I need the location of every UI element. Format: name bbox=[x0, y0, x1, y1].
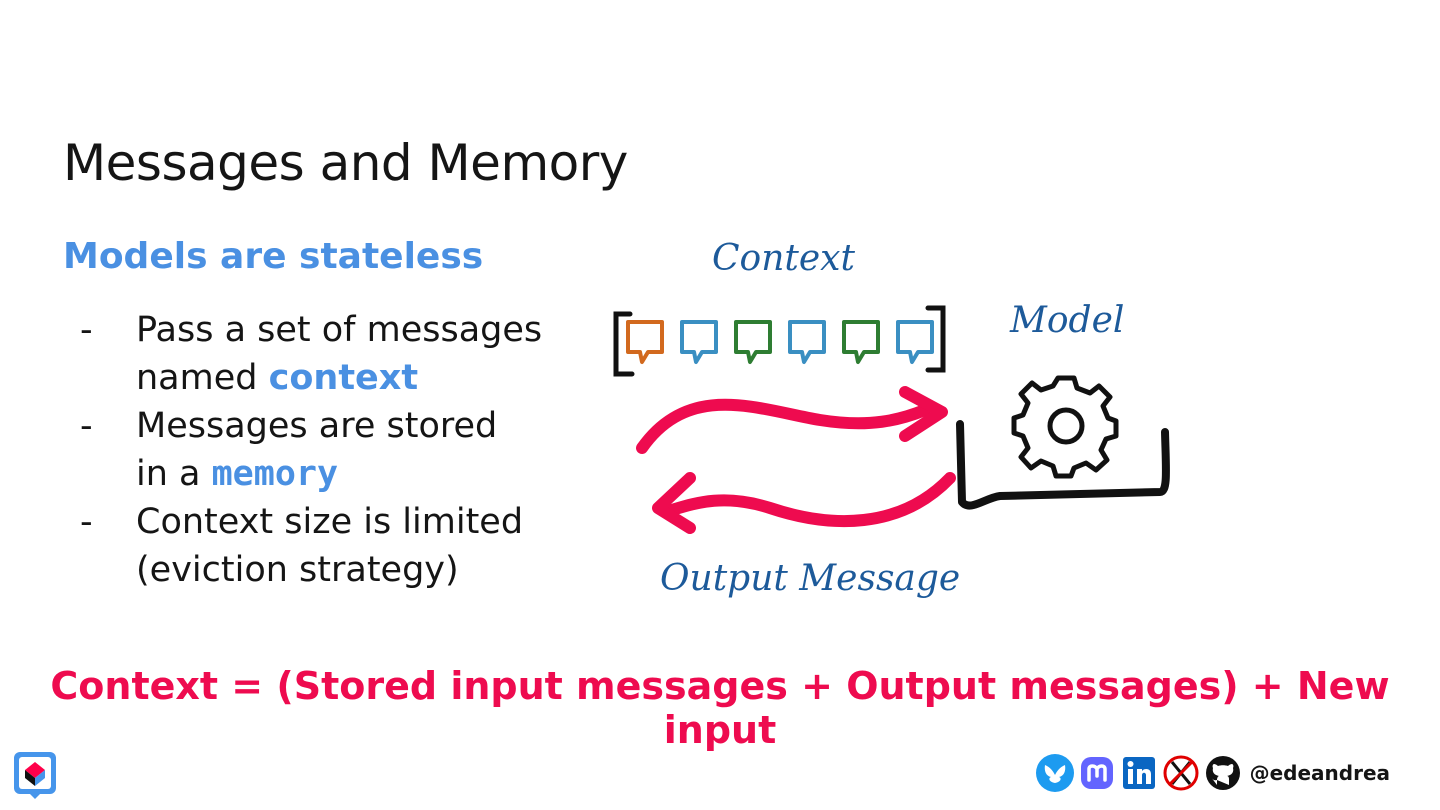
bullet-item: - Messages are stored in a memory bbox=[80, 402, 542, 498]
context-highlight: context bbox=[268, 358, 419, 398]
slide-subtitle: Models are stateless bbox=[63, 236, 484, 277]
github-icon[interactable] bbox=[1204, 754, 1242, 792]
message-bubble-icon bbox=[788, 320, 826, 364]
x-icon[interactable] bbox=[1162, 754, 1200, 792]
bullet-item: - Context size is limited (eviction stra… bbox=[80, 498, 542, 594]
mastodon-icon[interactable] bbox=[1078, 754, 1116, 792]
bullet-dash: - bbox=[80, 406, 93, 446]
output-arrow bbox=[659, 472, 956, 528]
bullet-text: in a bbox=[136, 454, 212, 494]
bullet-text: Context size is limited bbox=[136, 502, 524, 542]
bullet-text: (eviction strategy) bbox=[136, 550, 459, 590]
input-arrow bbox=[636, 398, 931, 454]
app-logo bbox=[14, 752, 56, 799]
bullet-text: named bbox=[136, 358, 269, 398]
output-message-label: Output Message bbox=[660, 558, 961, 599]
message-bubble-icon bbox=[734, 320, 772, 364]
message-bubble-icon bbox=[842, 320, 880, 364]
left-bracket bbox=[613, 311, 635, 377]
slide-title: Messages and Memory bbox=[63, 134, 628, 192]
context-formula: Context = (Stored input messages + Outpu… bbox=[50, 664, 1390, 752]
bullet-dash: - bbox=[80, 310, 93, 350]
message-bubble-icon bbox=[896, 320, 934, 364]
message-bubble-icon bbox=[680, 320, 718, 364]
bullet-list: - Pass a set of messages named context -… bbox=[80, 306, 542, 594]
right-bracket bbox=[925, 305, 946, 373]
bullet-item: - Pass a set of messages named context bbox=[80, 306, 542, 402]
message-bubbles bbox=[626, 320, 934, 364]
bluesky-icon[interactable] bbox=[1035, 754, 1074, 792]
context-label: Context bbox=[712, 238, 855, 279]
output-arrow-head bbox=[652, 472, 696, 534]
model-container bbox=[956, 420, 1170, 510]
social-links: @edeandrea bbox=[1035, 754, 1390, 792]
bullet-text: Messages are stored bbox=[136, 406, 498, 446]
linkedin-icon[interactable] bbox=[1120, 754, 1158, 792]
social-handle: @edeandrea bbox=[1249, 761, 1390, 785]
bullet-dash: - bbox=[80, 502, 93, 542]
memory-highlight: memory bbox=[211, 454, 339, 494]
gear-icon bbox=[1011, 375, 1119, 479]
bullet-text: Pass a set of messages bbox=[136, 310, 543, 350]
input-arrow-head bbox=[899, 386, 948, 442]
message-bubble-icon bbox=[626, 320, 664, 364]
model-label: Model bbox=[1010, 300, 1125, 341]
